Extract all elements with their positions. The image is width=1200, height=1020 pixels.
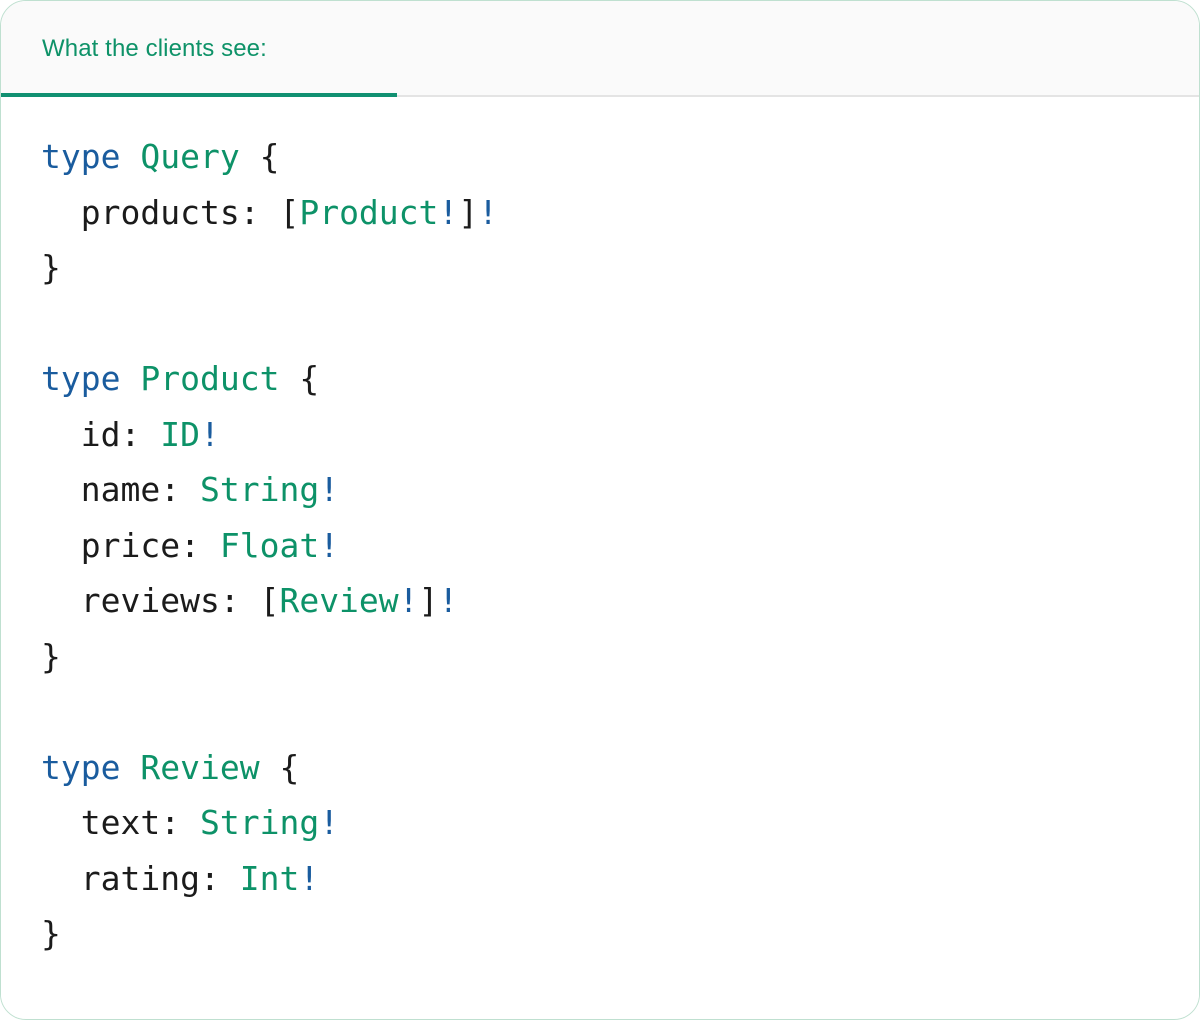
code-token: rating: [80, 858, 200, 898]
code-line: reviews: [Review!]!: [41, 573, 1159, 629]
code-token: [260, 748, 280, 787]
code-token: String: [199, 803, 320, 842]
code-line: text: String!: [41, 795, 1159, 851]
code-line: type Review {: [41, 740, 1159, 796]
code-token: }: [41, 914, 61, 953]
code-token: !: [319, 803, 340, 842]
code-token: [41, 581, 81, 620]
code-token: }: [41, 248, 61, 287]
code-line: [41, 296, 1159, 352]
code-token: Product: [299, 192, 439, 232]
tab-label: What the clients see:: [42, 35, 267, 62]
code-token: !: [299, 858, 320, 898]
code-line: }: [41, 240, 1159, 296]
code-line: type Product {: [41, 351, 1159, 407]
code-line: id: ID!: [41, 407, 1159, 463]
code-token: !: [398, 581, 419, 620]
code-token: products: [80, 192, 240, 232]
code-token: :: [239, 192, 280, 232]
code-token: [41, 526, 81, 565]
active-tab-indicator: [1, 93, 397, 97]
code-token: reviews: [80, 581, 220, 620]
code-token: Query: [140, 137, 240, 176]
code-token: }: [41, 636, 61, 676]
code-panel[interactable]: type Query { products: [Product!]!} type…: [1, 97, 1199, 1017]
tab-bar: What the clients see:: [1, 1, 1199, 97]
code-token: :: [199, 858, 240, 898]
code-token: [279, 359, 299, 398]
code-token: price: [80, 525, 181, 565]
code-token: :: [180, 525, 220, 565]
code-token: type: [41, 137, 121, 176]
code-token: [: [259, 581, 280, 620]
code-token: [41, 415, 81, 454]
code-token: [41, 470, 81, 509]
code-token: :: [160, 470, 200, 509]
code-token: [120, 359, 140, 398]
code-token: {: [299, 359, 320, 398]
code-token: name: [80, 470, 161, 509]
code-token: !: [478, 192, 499, 232]
code-token: type: [41, 747, 121, 787]
tab-bar-divider: [1, 95, 1199, 97]
code-line: }: [41, 629, 1159, 685]
code-token: !: [319, 525, 340, 565]
tab-what-the-clients-see[interactable]: What the clients see:: [1, 1, 397, 97]
code-token: Review: [140, 747, 260, 787]
code-token: [120, 137, 140, 176]
code-line: products: [Product!]!: [41, 185, 1159, 241]
code-token: id: [80, 414, 121, 454]
code-token: Product: [140, 359, 280, 398]
code-line: name: String!: [41, 462, 1159, 518]
code-token: !: [319, 470, 340, 509]
code-token: String: [199, 470, 320, 509]
code-token: text: [80, 803, 161, 842]
code-token: [120, 748, 140, 787]
code-token: [41, 193, 81, 232]
code-token: :: [160, 803, 200, 842]
code-token: :: [120, 414, 161, 454]
code-token: Int: [239, 858, 300, 898]
code-token: ]: [418, 581, 439, 620]
code-token: !: [438, 581, 459, 620]
code-token: type: [41, 359, 121, 398]
code-token: [41, 859, 81, 898]
code-token: [240, 137, 260, 176]
code-line: rating: Int!: [41, 851, 1159, 907]
code-token: {: [279, 747, 300, 787]
code-line: price: Float!: [41, 518, 1159, 574]
code-line: }: [41, 906, 1159, 962]
code-token: Review: [279, 581, 399, 620]
graphql-schema-code: type Query { products: [Product!]!} type…: [41, 129, 1159, 962]
code-token: !: [200, 414, 220, 454]
code-token: ID: [160, 414, 200, 454]
code-token: {: [259, 137, 280, 176]
code-token: [: [279, 192, 300, 232]
code-token: [41, 803, 81, 842]
code-token: !: [438, 192, 459, 232]
code-line: [41, 684, 1159, 740]
code-token: Float: [219, 525, 320, 565]
code-token: ]: [458, 192, 479, 232]
code-token: :: [219, 581, 260, 620]
code-line: type Query {: [41, 129, 1159, 185]
